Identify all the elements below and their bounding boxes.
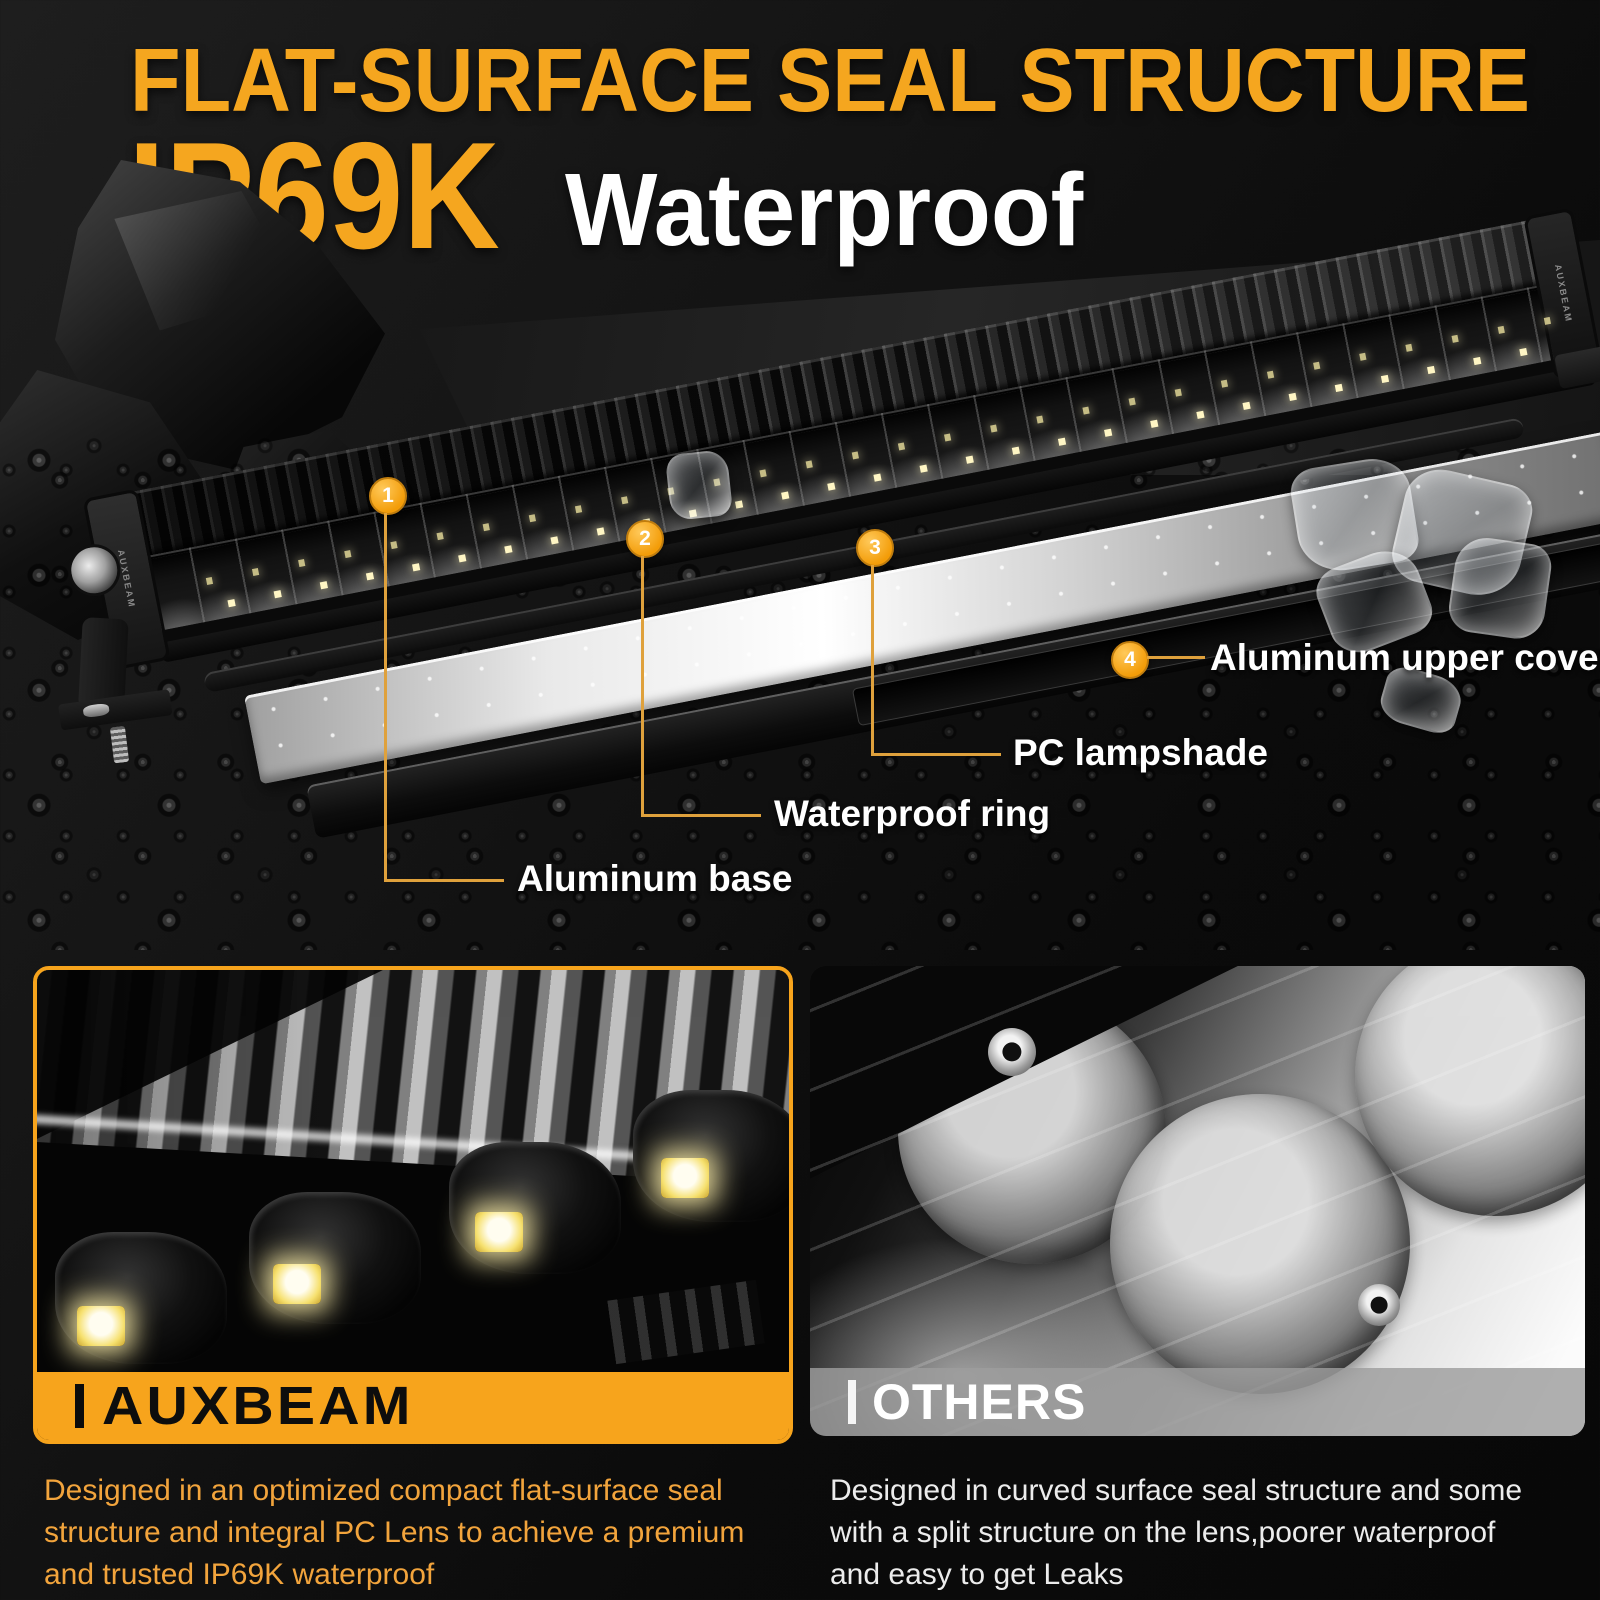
callout-number-badge: 4 <box>1111 641 1149 679</box>
ice-cube <box>1445 533 1555 643</box>
others-comparison-panel: OTHERS <box>810 966 1585 1436</box>
bracket-screw-head <box>82 702 110 719</box>
callout-line <box>384 513 387 880</box>
callout-label: Aluminum base <box>517 858 793 899</box>
endcap-brand-text: AUXBEAM <box>1552 263 1575 324</box>
led-module <box>449 1142 621 1274</box>
screw-hole <box>1358 1284 1400 1326</box>
callout-label: Waterproof ring <box>774 793 1051 834</box>
callout-line <box>384 879 504 882</box>
auxbeam-banner: AUXBEAM <box>37 1372 789 1440</box>
callout-number-badge: 1 <box>369 477 407 515</box>
auxbeam-brand-label: AUXBEAM <box>102 1376 414 1436</box>
callout-line <box>641 556 644 817</box>
coal-rock-facet <box>114 191 296 331</box>
callout-line <box>871 565 874 756</box>
callout-label: PC lampshade <box>1013 732 1268 773</box>
endcap-brand-text: AUXBEAM <box>115 549 138 610</box>
led-chip <box>273 1264 321 1304</box>
others-macro-photo <box>810 966 1585 1436</box>
callout-label: Aluminum upper cover <box>1210 637 1600 678</box>
banner-accent-bar <box>75 1384 84 1428</box>
headline-seal-structure: FLAT-SURFACE SEAL STRUCTURE <box>130 31 1530 131</box>
banner-accent-bar <box>848 1380 856 1424</box>
others-description: Designed in curved surface seal structur… <box>830 1474 1523 1591</box>
callout-line <box>871 753 1001 756</box>
auxbeam-comparison-panel: AUXBEAM <box>33 966 793 1444</box>
screw-hole <box>988 1028 1036 1076</box>
led-chip <box>661 1158 709 1198</box>
callout-number-badge: 2 <box>626 520 664 558</box>
led-module <box>55 1232 227 1364</box>
others-brand-label: OTHERS <box>872 1374 1087 1430</box>
led-module <box>249 1192 421 1324</box>
heatsink-grill-detail <box>607 1279 765 1365</box>
auxbeam-description: Designed in an optimized compact flat-su… <box>44 1474 745 1591</box>
callout-line <box>1147 656 1205 659</box>
ice-cube <box>664 448 734 522</box>
callout-line <box>641 814 761 817</box>
auxbeam-macro-photo <box>37 970 789 1372</box>
others-banner: OTHERS <box>810 1368 1585 1436</box>
callout-number-badge: 3 <box>856 529 894 567</box>
led-chip <box>475 1212 523 1252</box>
headline-waterproof: Waterproof <box>565 152 1084 267</box>
led-chip <box>77 1306 125 1346</box>
led-module <box>633 1090 789 1222</box>
